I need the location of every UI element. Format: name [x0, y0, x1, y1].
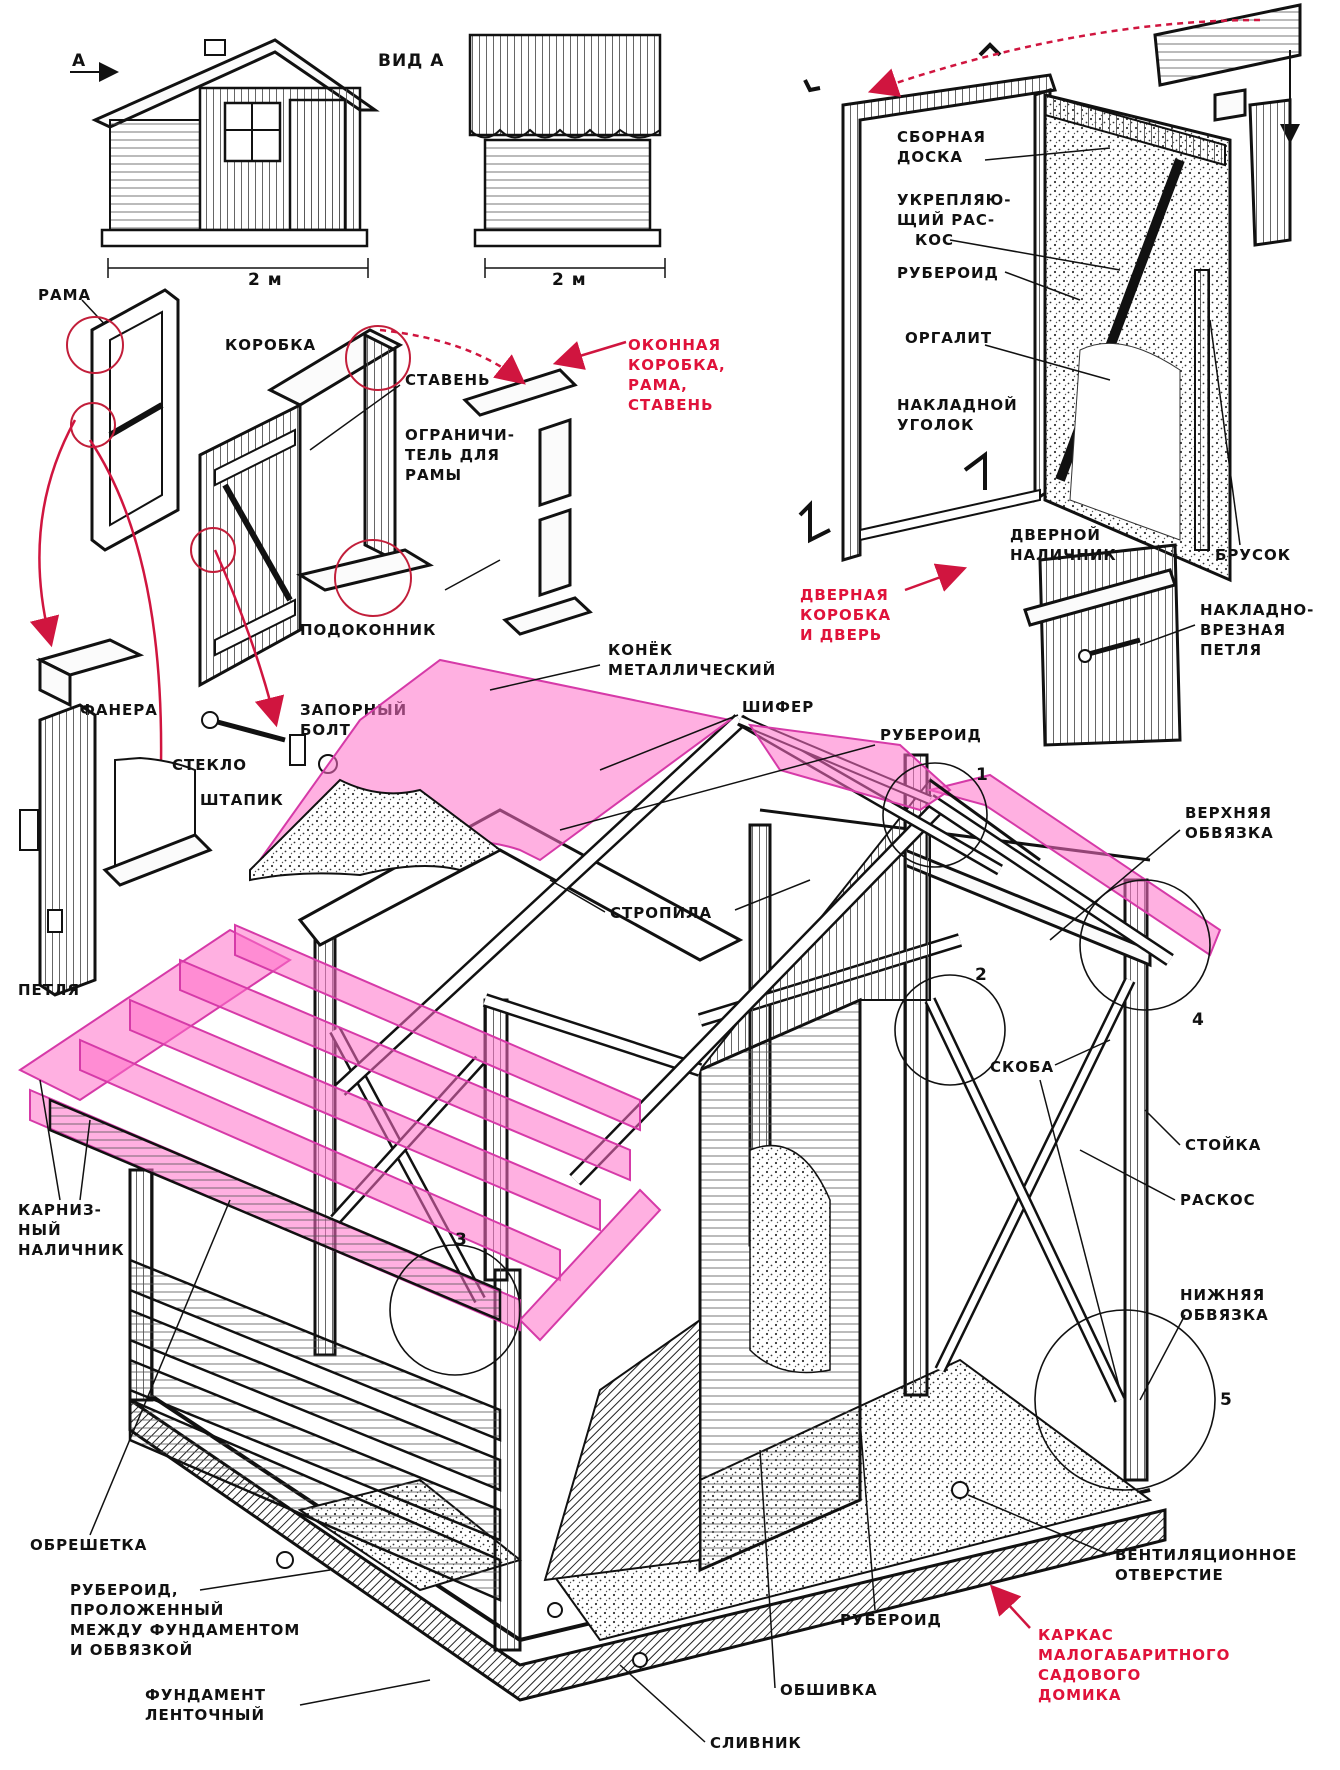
- label-karniznyi-1: КАРНИЗ-: [18, 1201, 102, 1219]
- label-fundament-2: ЛЕНТОЧНЫЙ: [145, 1705, 265, 1724]
- label-nakladno-1: НАКЛАДНО-: [1200, 601, 1314, 619]
- label-rama: РАМА: [38, 286, 91, 304]
- view-a-label: ВИД А: [378, 51, 444, 71]
- label-ruberoid-bottom: РУБЕРОИД: [840, 1611, 942, 1629]
- label-ukreplyayushchiy-1: УКРЕПЛЯЮ-: [897, 191, 1011, 209]
- label-karniznyi-2: НЫЙ: [18, 1220, 62, 1239]
- label-petlya: ПЕТЛЯ: [18, 981, 80, 999]
- label-verhnyaya-1: ВЕРХНЯЯ: [1185, 804, 1272, 822]
- label-ogranichitel-3: РАМЫ: [405, 466, 462, 484]
- label-slivnik: СЛИВНИК: [710, 1734, 802, 1752]
- label-stropila: СТРОПИЛА: [610, 904, 712, 922]
- label-vent-1: ВЕНТИЛЯЦИОННОЕ: [1115, 1546, 1297, 1564]
- label-sbornaya-1: СБОРНАЯ: [897, 128, 986, 146]
- red-label-karkas-3: САДОВОГО: [1038, 1666, 1141, 1684]
- label-konek-2: МЕТАЛЛИЧЕСКИЙ: [608, 660, 776, 679]
- label-steklo: СТЕКЛО: [172, 756, 247, 774]
- label-dvernoy-1: ДВЕРНОЙ: [1010, 525, 1101, 544]
- front-elevation: А 2 м: [70, 38, 380, 290]
- label-ruberoid-found-4: И ОБВЯЗКОЙ: [70, 1640, 193, 1659]
- red-label-okonnaya-2: КОРОБКА,: [628, 356, 726, 374]
- red-label-dvernaya-1: ДВЕРНАЯ: [800, 586, 889, 604]
- label-staven: СТАВЕНЬ: [405, 371, 491, 389]
- house-frame-main: 1 2 3 4 5 КОНЁК МЕТАЛЛИЧЕСКИЙ ШИФЕР РУБЕ…: [18, 640, 1297, 1752]
- hinge-glass-details: ФАНЕРА ПЕТЛЯ СТЕКЛО ШТАПИК ЗАПОРНЫЙ БОЛТ: [18, 638, 406, 999]
- detail-num-1: 1: [976, 765, 989, 785]
- label-obreshetka: ОБРЕШЕТКА: [30, 1536, 147, 1554]
- side-elevation: ВИД А 2 м: [378, 33, 666, 290]
- red-label-karkas-4: ДОМИКА: [1038, 1686, 1121, 1704]
- label-shifer: ШИФЕР: [742, 698, 814, 716]
- red-label-okonnaya-4: СТАВЕНЬ: [628, 396, 714, 414]
- label-obshivka: ОБШИВКА: [780, 1681, 878, 1699]
- label-zapornyi-bolt-2: БОЛТ: [300, 721, 351, 739]
- label-brusok: БРУСОК: [1215, 546, 1291, 564]
- door-assembly: СБОРНАЯ ДОСКА УКРЕПЛЯЮ- ЩИЙ РАС- КОС РУБ…: [798, 3, 1314, 747]
- label-nizhnyaya-2: ОБВЯЗКА: [1180, 1306, 1269, 1324]
- label-dvernoy-2: НАЛИЧНИК: [1010, 546, 1117, 564]
- label-verhnyaya-2: ОБВЯЗКА: [1185, 824, 1274, 842]
- dimension-right: 2 м: [552, 270, 587, 290]
- red-label-dvernaya-3: И ДВЕРЬ: [800, 626, 882, 644]
- label-sbornaya-2: ДОСКА: [897, 148, 963, 166]
- dimension-left: 2 м: [248, 270, 283, 290]
- label-korobka: КОРОБКА: [225, 336, 316, 354]
- label-ruberoid-door: РУБЕРОИД: [897, 264, 999, 282]
- label-karniznyi-3: НАЛИЧНИК: [18, 1241, 125, 1259]
- label-fanera: ФАНЕРА: [80, 701, 158, 719]
- label-nakladnoy-1: НАКЛАДНОЙ: [897, 395, 1018, 414]
- window-frame-assembly: РАМА КОРОБКА СТАВЕНЬ ОГРАНИЧИ- ТЕЛЬ ДЛЯ …: [29, 286, 726, 808]
- detail-num-5: 5: [1220, 1390, 1233, 1410]
- red-label-karkas-2: МАЛОГАБАРИТНОГО: [1038, 1646, 1230, 1664]
- label-ogranichitel-2: ТЕЛЬ ДЛЯ: [405, 446, 500, 464]
- label-nakladno-2: ВРЕЗНАЯ: [1200, 621, 1286, 639]
- view-a-arrow-label: А: [72, 51, 86, 71]
- detail-num-2: 2: [975, 965, 988, 985]
- label-nizhnyaya-1: НИЖНЯЯ: [1180, 1286, 1265, 1304]
- label-podokonnik: ПОДОКОННИК: [300, 621, 436, 639]
- label-konek-1: КОНЁК: [608, 640, 673, 659]
- label-fundament-1: ФУНДАМЕНТ: [145, 1686, 266, 1704]
- red-label-karkas-1: КАРКАС: [1038, 1626, 1114, 1644]
- label-ruberoid-found-2: ПРОЛОЖЕННЫЙ: [70, 1600, 224, 1619]
- detail-num-4: 4: [1192, 1010, 1205, 1030]
- label-vent-2: ОТВЕРСТИЕ: [1115, 1566, 1224, 1584]
- label-ruberoid-found-1: РУБЕРОИД,: [70, 1581, 179, 1599]
- label-skoba: СКОБА: [990, 1058, 1054, 1076]
- label-shtapik: ШТАПИК: [200, 791, 284, 809]
- label-ukreplyayushchiy-3: КОС: [915, 231, 954, 249]
- label-orgalit: ОРГАЛИТ: [905, 329, 992, 347]
- label-nakladnoy-2: УГОЛОК: [897, 416, 974, 434]
- label-ukreplyayushchiy-2: ЩИЙ РАС-: [897, 210, 995, 229]
- label-ruberoid-top: РУБЕРОИД: [880, 726, 982, 744]
- label-raskos: РАСКОС: [1180, 1191, 1256, 1209]
- detail-num-3: 3: [455, 1230, 468, 1250]
- label-stoyka: СТОЙКА: [1185, 1135, 1261, 1154]
- red-label-okonnaya-3: РАМА,: [628, 376, 688, 394]
- red-label-okonnaya-1: ОКОННАЯ: [628, 336, 721, 354]
- label-ogranichitel-1: ОГРАНИЧИ-: [405, 426, 515, 444]
- red-label-dvernaya-2: КОРОБКА: [800, 606, 891, 624]
- label-ruberoid-found-3: МЕЖДУ ФУНДАМЕНТОМ: [70, 1621, 300, 1639]
- label-nakladno-3: ПЕТЛЯ: [1200, 641, 1262, 659]
